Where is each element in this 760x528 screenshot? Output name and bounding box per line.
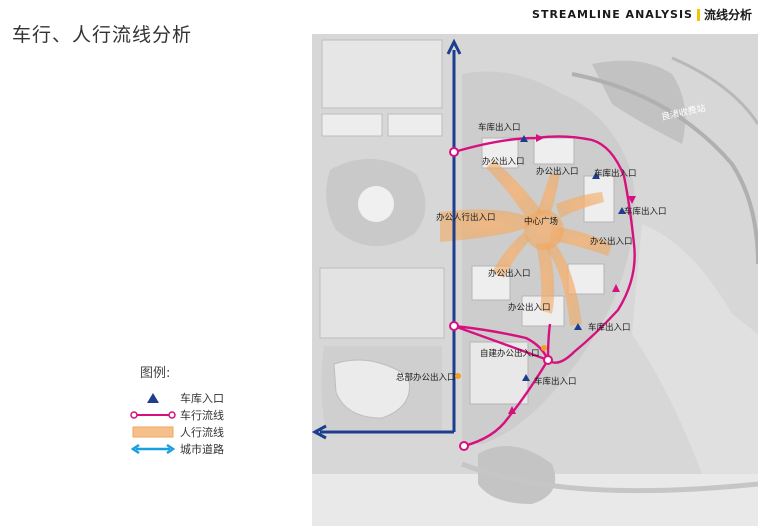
garage-markers	[520, 135, 626, 381]
pedestrian-flow-network	[440, 160, 612, 326]
legend-label-garage: 车库入口	[180, 391, 224, 405]
label-office-4: 办公出入口	[488, 268, 531, 279]
garage-marker-2	[592, 172, 600, 179]
label-hq-office: 总部办公出入口	[396, 372, 456, 383]
ped-flow-north	[486, 160, 544, 224]
garage-marker-4	[574, 323, 582, 330]
highway-curve-2	[671, 56, 758, 125]
legend-label-pedestrian: 人行流线	[180, 425, 224, 439]
legend-item-garage: 车库入口	[130, 389, 224, 406]
garage-marker-1	[520, 135, 528, 142]
section-brand: STREAMLINE ANALYSIS 流线分析	[532, 6, 752, 23]
label-central-plaza: 中心广场	[524, 216, 558, 227]
city-road-arrow-icon	[130, 442, 176, 456]
label-self-office: 自建办公出入口	[480, 348, 540, 359]
label-office-5: 办公出入口	[508, 302, 551, 313]
block-small-1	[321, 113, 383, 137]
vehicle-flow-line-icon	[130, 408, 176, 422]
vehicle-node-center	[543, 355, 553, 365]
highway-curve	[571, 72, 758, 265]
city-road-north-arrowhead	[446, 38, 462, 55]
legend-item-pedestrian: 人行流线	[130, 423, 224, 440]
ped-flow-sw	[492, 232, 530, 278]
vehicle-nodes	[449, 147, 553, 451]
ped-flow-north-2	[536, 174, 560, 216]
legend-label-road: 城市道路	[180, 442, 224, 456]
label-garage-south: 车库出入口	[534, 376, 577, 387]
label-office-2: 办公出入口	[536, 166, 579, 177]
vehicle-arrow-2	[628, 196, 636, 204]
city-road	[312, 38, 462, 440]
south-road	[461, 461, 758, 494]
legend-item-road: 城市道路	[130, 440, 224, 457]
ped-flow-se	[544, 240, 582, 326]
label-garage-southeast: 车库出入口	[588, 322, 631, 333]
ped-flow-east	[550, 226, 612, 256]
label-garage-northeast: 车库出入口	[594, 168, 637, 179]
vehicle-arrow-1	[536, 134, 544, 142]
ped-flow-south	[536, 242, 555, 314]
city-road-west-arrowhead	[312, 424, 327, 440]
block-northwest	[321, 39, 443, 109]
self-office-entrance-dot	[541, 345, 547, 351]
vehicle-arrow-4	[508, 406, 516, 414]
label-garage-east: 车库出入口	[624, 206, 667, 217]
label-garage-north: 车库出入口	[478, 122, 521, 133]
brand-accent-bar	[696, 8, 700, 21]
southwest-pavilion	[333, 359, 410, 419]
pedestrian-flow-band-icon	[130, 425, 176, 439]
legend-item-vehicle: 车行流线	[130, 406, 224, 423]
label-office-pedestrian: 办公人行出入口	[436, 212, 496, 223]
park-center-plaza	[358, 186, 394, 222]
vehicle-node-west	[449, 321, 459, 331]
south-green	[478, 446, 556, 504]
vehicle-arrow-3	[612, 284, 620, 292]
office-entrance-markers	[455, 345, 547, 379]
garage-marker-5	[522, 374, 530, 381]
brand-english: STREAMLINE ANALYSIS	[532, 8, 693, 21]
legend: 图例: 车库入口 车行流线 人行流线	[130, 362, 224, 457]
central-plaza-hub	[524, 210, 564, 250]
building-n2	[533, 137, 575, 165]
page-title: 车行、人行流线分析	[12, 24, 193, 46]
hq-office-entrance-dot	[455, 373, 461, 379]
block-west-middle	[319, 267, 445, 339]
label-office-1: 办公出入口	[482, 156, 525, 167]
building-self-office	[469, 341, 529, 405]
block-small-2	[387, 113, 443, 137]
northeast-hill	[592, 60, 686, 144]
vehicle-node-south	[459, 441, 469, 451]
triangle-icon	[130, 391, 176, 405]
label-office-3: 办公出入口	[590, 236, 633, 247]
ped-flow-west	[440, 209, 538, 242]
vehicle-node-north	[449, 147, 459, 157]
east-open-land	[632, 224, 758, 474]
garage-marker-3	[618, 207, 626, 214]
ped-flow-ne	[556, 192, 604, 218]
site-plan-map: 车库出入口 车库出入口 车库出入口 车库出入口 车库出入口 办公出入口 办公出入…	[312, 34, 758, 526]
legend-label-vehicle: 车行流线	[180, 408, 224, 422]
brand-chinese: 流线分析	[703, 8, 752, 22]
vehicle-direction-arrows	[508, 134, 636, 414]
legend-title: 图例:	[140, 366, 171, 381]
